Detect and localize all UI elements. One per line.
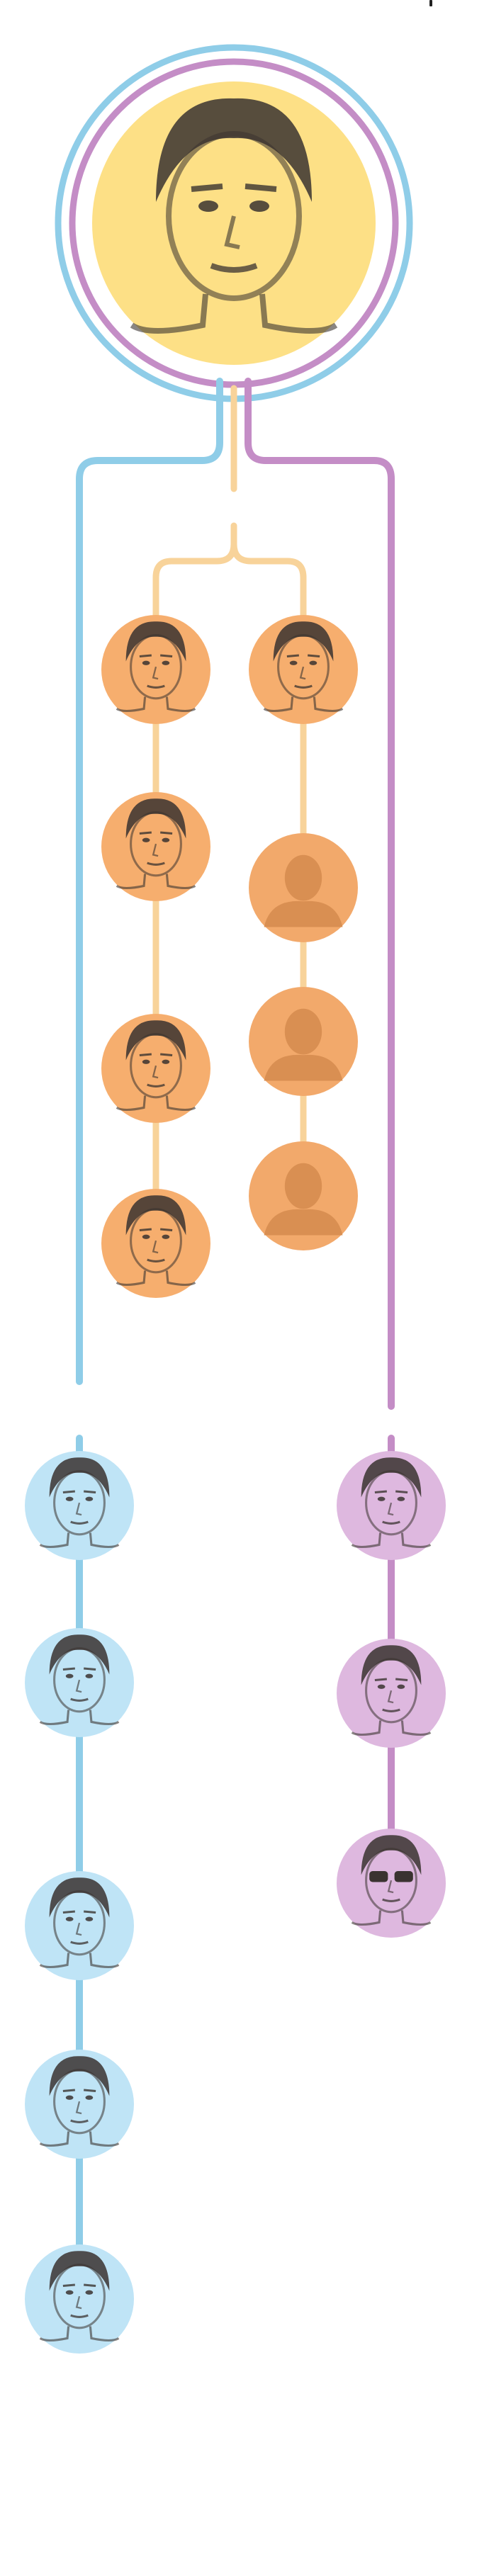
blue-branch-node [25,2244,134,2354]
person-portrait-icon [351,1457,432,1549]
purple-branch-line [244,378,395,1410]
person-portrait-icon [116,1020,196,1112]
root-inner-ring [69,58,399,388]
person-portrait-icon [39,1457,120,1549]
blue-branch-line [76,378,223,1385]
center-col2-node [249,615,358,724]
purple-branch-node [337,1829,446,1938]
person-portrait-icon [130,98,338,334]
center-col1-node [101,615,210,724]
center-col1-node [101,792,210,901]
center-col2-node [249,987,358,1096]
orange-bracket-right [230,541,307,641]
blue-branch-node [25,1451,134,1560]
person-silhouette-icon [264,1163,343,1236]
person-portrait-icon [39,2056,120,2147]
purple-branch-node [337,1451,446,1560]
person-portrait-icon [39,1877,120,1969]
person-portrait-icon [116,621,196,713]
center-col1-node [101,1189,210,1298]
purple-branch-node [337,1639,446,1748]
center-col2-node [249,833,358,942]
corner-mark [429,0,432,6]
person-portrait-icon [39,1634,120,1726]
blue-branch-node [25,1628,134,1737]
person-portrait-icon [263,621,344,713]
center-col2-node [249,1141,358,1250]
center-col1-node [101,1014,210,1123]
person-nodes [25,81,446,2354]
blue-branch-node [25,2050,134,2159]
person-portrait-icon [351,1645,432,1736]
sunglasses-portrait-icon [351,1835,432,1926]
person-portrait-icon [116,798,196,890]
blue-branch-node [25,1871,134,1980]
root-node [92,81,376,365]
person-silhouette-icon [264,1008,343,1081]
person-portrait-icon [116,1195,196,1287]
person-portrait-icon [39,2251,120,2342]
person-silhouette-icon [264,854,343,927]
